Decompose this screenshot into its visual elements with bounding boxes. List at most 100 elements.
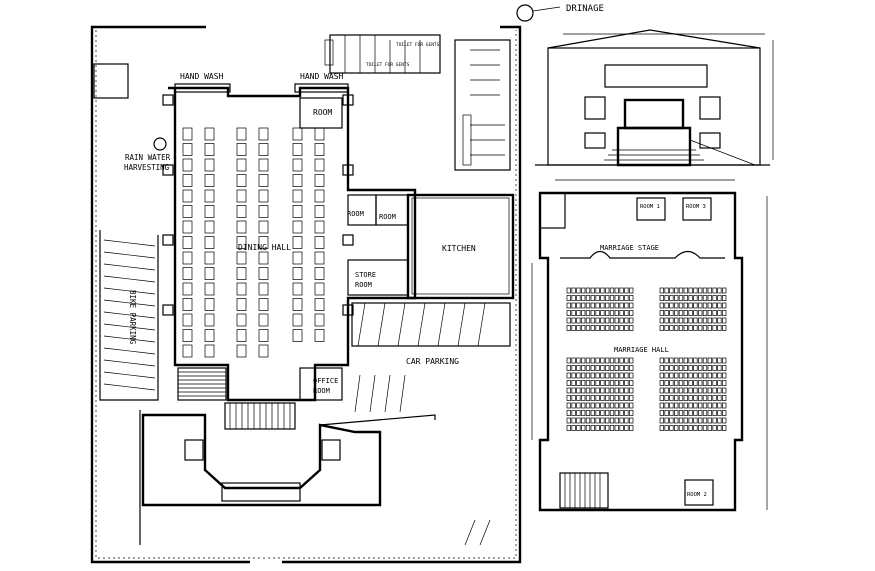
dining-table bbox=[292, 189, 303, 203]
hall-seat bbox=[688, 372, 693, 379]
hall-seat bbox=[571, 425, 576, 431]
hall-seat bbox=[683, 425, 688, 431]
hall-seat bbox=[600, 380, 605, 386]
hall-seat bbox=[674, 287, 679, 294]
hall-seat bbox=[722, 317, 727, 324]
hall-seat bbox=[674, 317, 679, 324]
dining-table bbox=[292, 267, 303, 280]
hall-seat bbox=[590, 325, 595, 331]
hall-seat bbox=[624, 302, 629, 309]
hall-seat bbox=[605, 395, 610, 401]
hall-seat bbox=[688, 357, 693, 364]
dining-table bbox=[258, 174, 269, 187]
dining-table bbox=[204, 344, 215, 358]
hall-seat bbox=[659, 395, 664, 401]
dining-table bbox=[236, 298, 247, 311]
hall-seat bbox=[664, 310, 669, 316]
hall-seat bbox=[664, 380, 669, 386]
hand-wash-left-counter bbox=[174, 83, 231, 93]
hall-seat bbox=[571, 295, 576, 301]
hall-seat bbox=[712, 380, 717, 386]
hall-seat bbox=[659, 310, 664, 316]
hall-seat bbox=[693, 295, 698, 301]
hall-seat bbox=[659, 365, 664, 371]
hall-seat bbox=[624, 402, 629, 409]
hall-seat bbox=[678, 417, 684, 424]
hall-seat bbox=[600, 365, 605, 371]
hall-seat bbox=[576, 402, 581, 409]
hall-seat bbox=[707, 302, 712, 309]
hall-seat bbox=[717, 372, 722, 379]
elevation-window-right bbox=[699, 96, 721, 120]
hall-seat bbox=[595, 425, 600, 431]
hall-seat bbox=[717, 325, 722, 331]
hall-seat bbox=[712, 295, 717, 301]
hall-seat bbox=[674, 310, 679, 316]
hall-seat bbox=[619, 402, 624, 409]
hall-seat bbox=[722, 310, 727, 316]
hall-seat bbox=[590, 310, 595, 316]
hall-seat bbox=[605, 317, 610, 324]
hall-seat bbox=[614, 425, 619, 431]
hall-seat bbox=[722, 387, 727, 394]
dining-table bbox=[258, 313, 269, 327]
hall-seat bbox=[590, 357, 595, 364]
elevation-doors bbox=[623, 98, 685, 130]
hall-seat bbox=[581, 287, 586, 294]
hall-seat bbox=[683, 417, 688, 424]
hall-seat bbox=[683, 372, 688, 379]
hall-seat bbox=[659, 380, 664, 386]
hall-seat bbox=[605, 302, 610, 309]
hall-seat bbox=[581, 372, 586, 379]
hall-seat bbox=[600, 417, 605, 424]
hall-seat bbox=[624, 357, 629, 364]
hall-seat bbox=[614, 395, 619, 401]
hall-seat bbox=[595, 380, 600, 386]
hall-seat bbox=[624, 365, 629, 371]
hall-seat bbox=[629, 395, 634, 401]
dining-table bbox=[182, 251, 193, 265]
site-boundary-right bbox=[282, 25, 522, 564]
entrance-porch bbox=[141, 413, 382, 507]
hall-seat bbox=[576, 387, 581, 394]
hall-seat bbox=[595, 410, 600, 416]
hall-seat bbox=[712, 387, 717, 394]
dining-table bbox=[292, 205, 303, 218]
hall-seat bbox=[664, 387, 669, 394]
hall-seat bbox=[605, 380, 610, 386]
dining-table bbox=[314, 251, 325, 265]
hall-seat bbox=[659, 357, 664, 364]
hall-seat bbox=[605, 287, 610, 294]
bike-parking-label: BIKE PARKING bbox=[128, 290, 137, 345]
toilet-label-2: TOILET FOR GENTS bbox=[366, 62, 410, 68]
hall-seat bbox=[614, 302, 619, 309]
dining-table bbox=[314, 298, 325, 311]
hall-seat bbox=[581, 402, 586, 409]
hall-seat bbox=[600, 410, 605, 416]
hall-seat bbox=[629, 380, 634, 386]
hall-seat bbox=[624, 410, 629, 416]
dining-table bbox=[258, 220, 269, 234]
hall-seat bbox=[590, 395, 595, 401]
office-room bbox=[299, 367, 343, 401]
dining-table bbox=[292, 220, 303, 234]
hall-seat bbox=[590, 387, 595, 394]
hall-seat bbox=[605, 417, 610, 424]
dining-table bbox=[292, 313, 303, 327]
hall-seat bbox=[590, 365, 595, 371]
hall-seat bbox=[595, 417, 600, 424]
hall-seat bbox=[674, 417, 679, 424]
hall-seat bbox=[590, 372, 595, 379]
hall-seat bbox=[712, 425, 717, 431]
hall-seat bbox=[669, 410, 674, 416]
kitchen-label: KITCHEN bbox=[442, 244, 476, 253]
hall-seat bbox=[683, 295, 688, 301]
hall-seat bbox=[566, 302, 571, 309]
toilet-stair bbox=[324, 39, 334, 66]
hall-seat bbox=[659, 325, 664, 331]
hall-seat bbox=[571, 372, 576, 379]
hall-seat bbox=[585, 410, 591, 416]
hall-seat bbox=[717, 387, 722, 394]
hall-seat bbox=[566, 287, 571, 294]
hall-seat bbox=[585, 417, 591, 424]
